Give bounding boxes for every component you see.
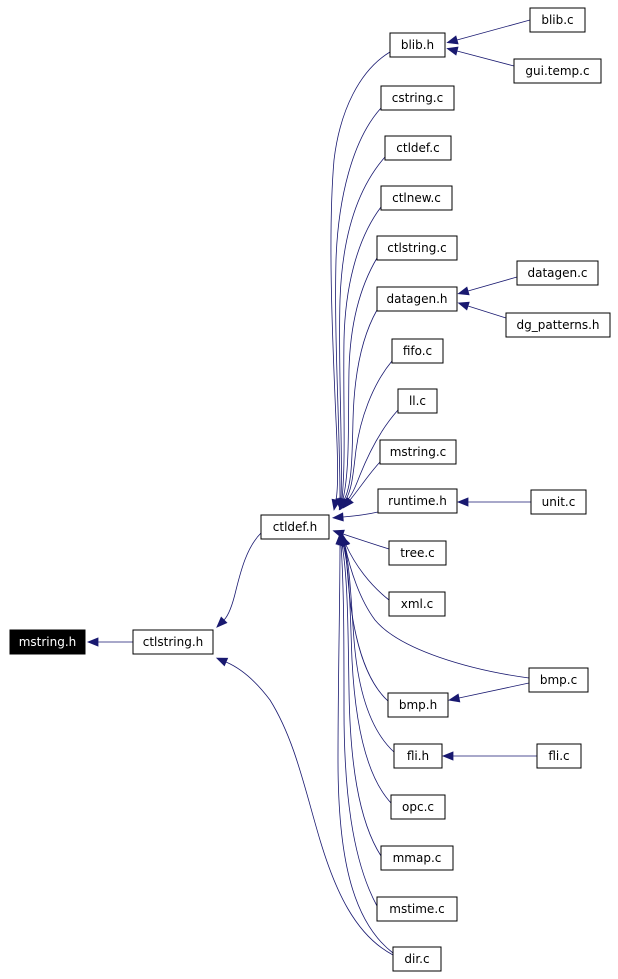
node-label-mstring-c: mstring.c: [390, 445, 447, 459]
node-label-blib-h: blib.h: [401, 38, 434, 52]
edge-dir-c-to-ctldef-h: [335, 532, 394, 954]
edge-cstring-c-to-ctldef-h: [335, 107, 382, 511]
node-label-cstring-c: cstring.c: [392, 91, 443, 105]
dependency-edges: [86, 19, 537, 956]
node-mstime-c[interactable]: mstime.c: [376, 896, 458, 922]
edge-dg-patterns-h-to-datagen-h: [457, 301, 507, 319]
node-label-ctlstring-c: ctlstring.c: [387, 241, 447, 255]
node-xml-c[interactable]: xml.c: [388, 591, 446, 617]
node-label-datagen-h: datagen.h: [386, 292, 447, 306]
node-label-tree-c: tree.c: [400, 546, 435, 560]
node-label-fli-c: fli.c: [548, 749, 569, 763]
edge-mstring-c-to-ctldef-h: [342, 461, 381, 509]
edge-gui-temp-c-to-blib-h: [446, 46, 515, 67]
edge-dir-c-to-ctlstring-h: [215, 657, 394, 956]
node-blib-c[interactable]: blib.c: [529, 7, 586, 33]
edge-fifo-c-to-ctldef-h: [339, 360, 393, 511]
node-ctlstring-c[interactable]: ctlstring.c: [376, 235, 458, 261]
node-label-opc-c: opc.c: [402, 800, 434, 814]
node-unit-c[interactable]: unit.c: [530, 489, 587, 515]
node-label-fli-h: fli.h: [407, 749, 429, 763]
node-dir-c[interactable]: dir.c: [392, 946, 442, 972]
node-blib-h[interactable]: blib.h: [389, 32, 446, 58]
node-bmp-c[interactable]: bmp.c: [528, 667, 589, 693]
node-cstring-c[interactable]: cstring.c: [380, 85, 455, 111]
edge-mstime-c-to-ctldef-h: [336, 532, 378, 907]
node-mstring-h: mstring.h: [9, 629, 86, 655]
node-label-runtime-h: runtime.h: [388, 494, 447, 508]
node-runtime-h[interactable]: runtime.h: [377, 488, 458, 514]
node-bmp-h[interactable]: bmp.h: [387, 692, 449, 718]
node-tree-c[interactable]: tree.c: [388, 540, 447, 566]
node-label-ll-c: ll.c: [409, 394, 426, 408]
node-label-mmap-c: mmap.c: [393, 851, 442, 865]
edge-tree-c-to-ctldef-h: [332, 529, 390, 550]
node-fifo-c[interactable]: fifo.c: [391, 338, 444, 364]
edge-mmap-c-to-ctldef-h: [337, 533, 382, 857]
node-mmap-c[interactable]: mmap.c: [380, 845, 454, 871]
edge-ctlstring-c-to-ctldef-h: [338, 257, 378, 510]
edge-opc-c-to-ctldef-h: [338, 533, 392, 804]
node-ll-c[interactable]: ll.c: [397, 388, 438, 414]
edge-bmp-c-to-bmp-h: [448, 682, 530, 703]
node-label-unit-c: unit.c: [542, 495, 576, 509]
node-label-ctlstring-h: ctlstring.h: [143, 635, 204, 649]
node-label-gui-temp-c: gui.temp.c: [525, 64, 589, 78]
node-fli-h[interactable]: fli.h: [393, 743, 443, 769]
node-datagen-c[interactable]: datagen.c: [516, 260, 599, 286]
node-label-blib-c: blib.c: [541, 13, 573, 27]
edge-runtime-h-to-ctldef-h: [331, 511, 379, 522]
edge-unit-c-to-runtime-h: [456, 497, 531, 507]
edge-ctldef-h-to-ctlstring-h: [216, 532, 262, 628]
node-opc-c[interactable]: opc.c: [390, 794, 446, 820]
node-label-xml-c: xml.c: [401, 597, 434, 611]
file-nodes: mstring.h ctlstring.h ctldef.h blib.h blib.c…: [9, 7, 611, 972]
node-fli-c[interactable]: fli.c: [536, 743, 582, 769]
node-label-dg-patterns-h: dg_patterns.h: [517, 318, 600, 332]
node-label-mstring-h: mstring.h: [19, 635, 77, 649]
node-ctlnew-c[interactable]: ctlnew.c: [380, 185, 453, 211]
edge-ctlstring-h-to-mstring-h: [86, 637, 133, 647]
edge-fli-c-to-fli-h: [441, 751, 537, 761]
node-mstring-c[interactable]: mstring.c: [379, 439, 457, 465]
node-label-dir-c: dir.c: [404, 952, 429, 966]
node-label-datagen-c: datagen.c: [527, 266, 587, 280]
node-datagen-h[interactable]: datagen.h: [376, 286, 458, 312]
node-label-ctldef-c: ctldef.c: [396, 141, 439, 155]
node-label-bmp-h: bmp.h: [399, 698, 437, 712]
edge-datagen-c-to-datagen-h: [457, 276, 518, 296]
edge-blib-c-to-blib-h: [446, 19, 531, 45]
node-label-bmp-c: bmp.c: [540, 673, 577, 687]
node-label-ctlnew-c: ctlnew.c: [392, 191, 441, 205]
node-label-mstime-c: mstime.c: [389, 902, 444, 916]
node-label-fifo-c: fifo.c: [403, 344, 432, 358]
node-ctldef-h[interactable]: ctldef.h: [260, 514, 330, 540]
node-ctldef-c[interactable]: ctldef.c: [384, 135, 452, 161]
node-label-ctldef-h: ctldef.h: [273, 520, 317, 534]
node-gui-temp-c[interactable]: gui.temp.c: [513, 58, 602, 84]
node-dg-patterns-h[interactable]: dg_patterns.h: [505, 312, 611, 338]
node-ctlstring-h[interactable]: ctlstring.h: [132, 629, 214, 655]
